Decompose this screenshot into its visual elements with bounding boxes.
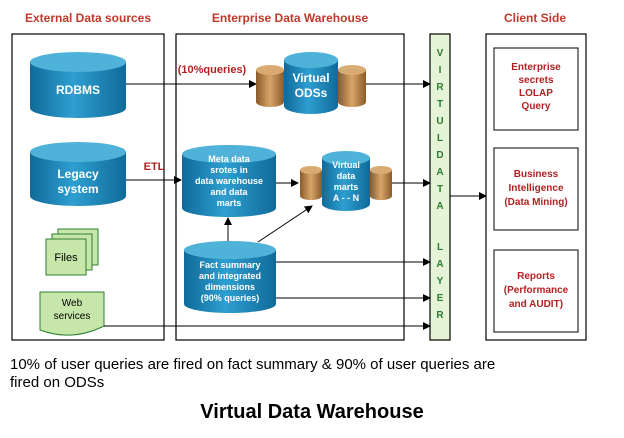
client-box3-line1: Reports xyxy=(517,271,555,282)
fact-summary-cylinder: Fact summary and integrated dimensions (… xyxy=(184,241,276,313)
layer-letter: I xyxy=(439,65,442,76)
fact-line3: dimensions xyxy=(205,282,255,292)
web-label-line2: services xyxy=(54,311,91,322)
web-label-line1: Web xyxy=(62,298,83,309)
arrow-fact-to-marts xyxy=(257,205,313,243)
fact-line2: and integrated xyxy=(199,271,261,281)
metadata-line4: and data xyxy=(210,187,248,197)
virtual-data-layer-label: V I R T U L D A T A L A Y E R xyxy=(436,48,444,321)
layer-letter: R xyxy=(436,82,444,93)
virtual-data-marts-cylinder: Virtual data marts A - - N xyxy=(300,151,392,211)
layer-letter: L xyxy=(437,133,443,144)
client-box1-line2: secrets xyxy=(518,75,553,86)
layer-letter: E xyxy=(437,293,444,304)
layer-letter: V xyxy=(437,48,444,59)
ods-label-line1: Virtual xyxy=(292,71,329,85)
rdbms-database: RDBMS xyxy=(30,52,126,118)
client-side-box xyxy=(485,33,587,341)
client-box3-line3: and AUDIT) xyxy=(509,299,563,310)
client-box-olap: Enterprise secrets LOLAP Query xyxy=(493,47,579,131)
client-box1-line1: Enterprise xyxy=(511,62,561,73)
client-box1-line3: LOLAP xyxy=(519,88,553,99)
legacy-system-database: Legacy system xyxy=(30,142,126,206)
client-side-header: Client Side xyxy=(504,11,566,25)
caption-line-1: 10% of user queries are fired on fact su… xyxy=(10,356,496,373)
client-box-reports: Reports (Performance and AUDIT) xyxy=(493,249,579,333)
metadata-line1: Meta data xyxy=(208,154,251,164)
layer-letter: L xyxy=(437,242,443,253)
etl-label: ETL xyxy=(144,161,165,173)
layer-letter: A xyxy=(436,201,443,212)
layer-letter: T xyxy=(437,99,443,110)
external-sources-header: External Data sources xyxy=(25,11,151,25)
metadata-cylinder: Meta data srotes in data warehouse and d… xyxy=(182,145,276,217)
files-label: Files xyxy=(54,252,78,264)
client-box1-line4: Query xyxy=(522,101,551,112)
client-box3-line2: (Performance xyxy=(504,285,569,296)
web-services-icon: Web services xyxy=(39,291,105,336)
caption-line-2: fired on ODSs xyxy=(10,374,105,391)
layer-letter: D xyxy=(436,150,443,161)
external-sources-box xyxy=(11,33,165,341)
client-box-bi: Business Intelligence (Data Mining) xyxy=(493,147,579,231)
virtual-ods-cylinder: Virtual ODSs xyxy=(256,52,366,114)
query-10-label: (10%queries) xyxy=(178,64,247,76)
fact-line1: Fact summary xyxy=(199,260,260,270)
layer-letter: Y xyxy=(437,276,444,287)
ods-label-line2: ODSs xyxy=(295,86,328,100)
marts-line3: marts xyxy=(334,182,359,192)
legacy-label-line2: system xyxy=(57,182,98,196)
layer-letter: A xyxy=(436,259,443,270)
diagram-title: Virtual Data Warehouse xyxy=(200,401,424,423)
warehouse-header: Enterprise Data Warehouse xyxy=(212,11,369,25)
layer-letter: A xyxy=(436,167,443,178)
fact-line4: (90% queries) xyxy=(201,293,260,303)
rdbms-label: RDBMS xyxy=(56,83,100,97)
warehouse-box xyxy=(175,33,405,341)
metadata-line5: marts xyxy=(217,198,242,208)
layer-letter: U xyxy=(436,116,443,127)
files-icon: Files xyxy=(45,228,99,276)
marts-line4: A - - N xyxy=(333,193,359,203)
client-box2-line1: Business xyxy=(514,169,559,180)
legacy-label-line1: Legacy xyxy=(57,167,99,181)
marts-line2: data xyxy=(337,171,357,181)
layer-letter: R xyxy=(436,310,444,321)
layer-letter: T xyxy=(437,184,443,195)
client-box2-line3: (Data Mining) xyxy=(504,197,567,208)
virtual-data-layer xyxy=(429,33,451,341)
client-box2-line2: Intelligence xyxy=(508,183,563,194)
metadata-line2: srotes in xyxy=(210,165,248,175)
marts-line1: Virtual xyxy=(332,160,360,170)
metadata-line3: data warehouse xyxy=(195,176,263,186)
